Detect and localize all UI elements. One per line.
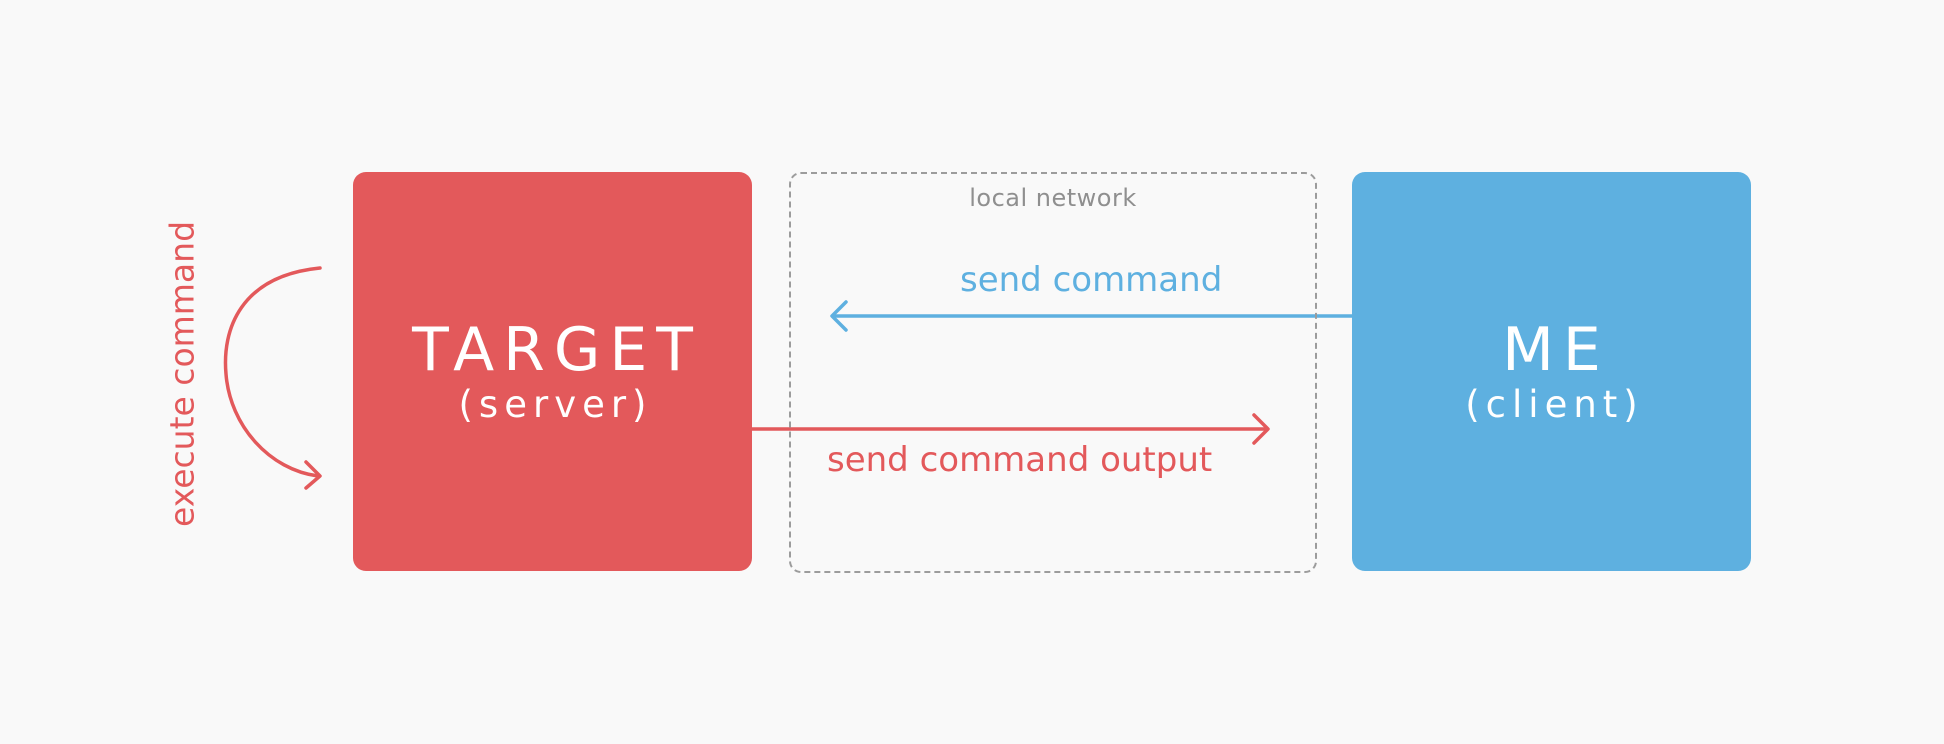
target-title: TARGET <box>412 314 702 385</box>
send-command-arrow <box>830 300 1352 332</box>
send-output-arrow <box>752 413 1270 445</box>
send-output-label: send command output <box>827 440 1213 480</box>
client-box: ME (client) <box>1352 172 1751 571</box>
target-subtitle: (server) <box>458 382 653 426</box>
execute-command-arrow <box>223 266 322 490</box>
client-subtitle: (client) <box>1465 382 1644 426</box>
execute-command-label: execute command <box>162 220 202 528</box>
client-title: ME <box>1502 314 1610 385</box>
local-network-label: local network <box>969 184 1137 212</box>
send-command-label: send command <box>960 260 1223 300</box>
target-server-box: TARGET (server) <box>353 172 752 571</box>
local-network-region: local network <box>789 172 1317 573</box>
